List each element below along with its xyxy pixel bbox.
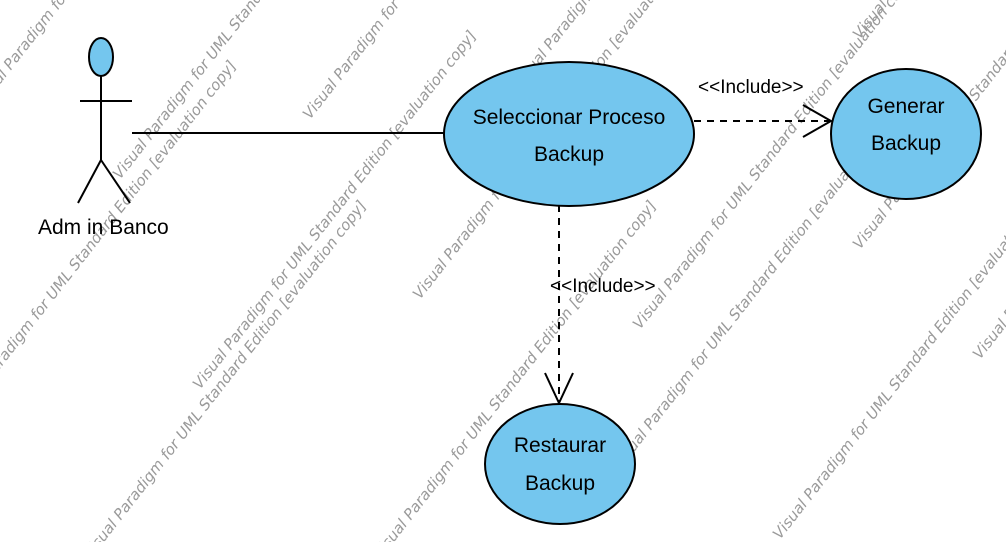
usecase-generar-label-line2: Backup [871,132,941,155]
actor-label: Adm in Banco [38,216,169,239]
usecase-seleccionar-label-line2: Backup [534,143,604,166]
include-restaurar-label: <<Include>> [550,276,656,297]
actor-left-leg [77,159,102,204]
include-restaurar-edge [544,205,574,406]
usecase-generar-backup[interactable]: Generar Backup [830,68,982,200]
usecase-restaurar-label-line2: Backup [525,472,595,495]
usecase-restaurar-label-line1: Restaurar [514,434,606,457]
watermark-text: Visual Paradigm for UML Standard Edition… [79,197,370,542]
include-restaurar-arrowhead [544,372,574,406]
usecase-generar-label-line1: Generar [867,95,944,118]
actor-right-leg [100,159,131,204]
usecase-seleccionar-proceso-backup[interactable]: Seleccionar Proceso Backup [443,61,695,207]
usecase-restaurar-backup[interactable]: Restaurar Backup [484,403,636,525]
include-generar-arrowhead [802,104,834,138]
usecase-seleccionar-ellipse [443,61,695,207]
usecase-restaurar-ellipse [484,403,636,525]
actor-head [88,37,114,77]
usecase-generar-ellipse [830,68,982,200]
include-generar-label: <<Include>> [698,77,804,98]
usecase-seleccionar-label-line1: Seleccionar Proceso [473,106,666,129]
actor-admin-banco[interactable]: Adm in Banco [38,37,169,239]
include-generar-edge [694,104,834,138]
